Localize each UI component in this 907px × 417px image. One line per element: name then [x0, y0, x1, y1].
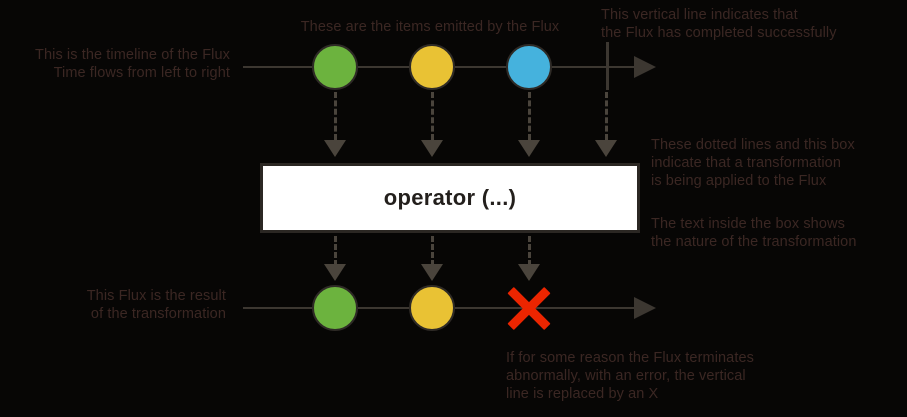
- source-marble-yellow: [409, 44, 455, 90]
- dashed-connector-yellow-in: [431, 92, 434, 140]
- result-marble-green: [312, 285, 358, 331]
- annotation-items-emitted: These are the items emitted by the Flux: [300, 19, 560, 35]
- dashed-arrowhead-blue-in: [518, 140, 540, 157]
- result-marble-yellow: [409, 285, 455, 331]
- annotation-box-text-description: The text inside the box shows the nature…: [651, 216, 857, 250]
- dashed-arrowhead-error-out: [518, 264, 540, 281]
- dashed-arrowhead-green-in: [324, 140, 346, 157]
- dashed-connector-yellow-out: [431, 236, 434, 266]
- dashed-connector-green-out: [334, 236, 337, 266]
- dashed-connector-completion-in: [605, 92, 608, 140]
- dashed-connector-blue-in: [528, 92, 531, 140]
- operator-box-label: operator (...): [383, 185, 517, 210]
- source-timeline-arrowhead: [634, 56, 656, 78]
- operator-box[interactable]: operator (...): [260, 163, 640, 233]
- source-marble-blue: [506, 44, 552, 90]
- dashed-arrowhead-yellow-in: [421, 140, 443, 157]
- error-x-icon: [506, 285, 552, 331]
- dashed-connector-green-in: [334, 92, 337, 140]
- annotation-error-description: If for some reason the Flux terminates a…: [506, 350, 754, 402]
- annotation-transformation: These dotted lines and this box indicate…: [651, 137, 855, 189]
- dashed-arrowhead-completion-in: [595, 140, 617, 157]
- annotation-result-flux: This Flux is the result of the transform…: [86, 288, 226, 322]
- dashed-connector-error-out: [528, 236, 531, 266]
- annotation-timeline-description: This is the timeline of the Flux Time fl…: [35, 47, 230, 81]
- dashed-arrowhead-yellow-out: [421, 264, 443, 281]
- result-timeline-arrowhead: [634, 297, 656, 319]
- dashed-arrowhead-green-out: [324, 264, 346, 281]
- completion-vertical-line: [606, 42, 609, 90]
- source-marble-green: [312, 44, 358, 90]
- annotation-completion-line: This vertical line indicates that the Fl…: [601, 7, 837, 41]
